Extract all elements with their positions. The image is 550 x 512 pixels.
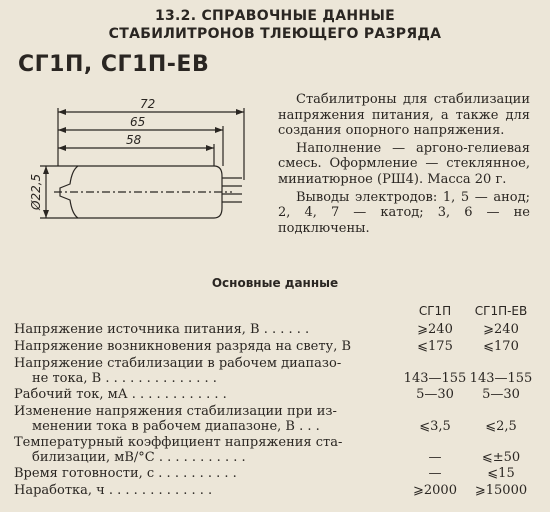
tube-dimension-drawing: 72 65 58 Ø22,5 (29, 97, 245, 219)
row-label: Наработка, ч . . . . . . . . . . . . . (14, 483, 213, 498)
row-label: Температурный коэффициент напряжения ста… (14, 435, 343, 450)
description-purpose: Стабилитроны для стабилизации напряжения… (278, 92, 530, 139)
row-value-sg1p: — (428, 466, 442, 481)
row-label-continuation: билизации, мВ/°С . . . . . . . . . . . (32, 450, 246, 465)
row-label: Напряжение источника питания, В . . . . … (14, 322, 310, 337)
column-header-sg1p-ev: СГ1П-ЕВ (474, 304, 528, 318)
dim-label-72: 72 (140, 97, 155, 111)
row-value-sg1p: — (428, 450, 442, 465)
row-label-continuation: не тока, В . . . . . . . . . . . . . . (32, 371, 217, 386)
row-value-sg1p-ev: ⩾15000 (474, 483, 528, 498)
tube-title: СГ1П, СГ1П-ЕВ (18, 52, 210, 77)
row-value-sg1p: ⩽3,5 (419, 419, 451, 434)
row-value-sg1p: ⩾240 (417, 322, 453, 337)
row-value-sg1p: 5—30 (416, 387, 454, 402)
row-label-continuation: менении тока в рабочем диапазоне, В . . … (32, 419, 320, 434)
row-label: Изменение напряжения стабилизации при из… (14, 404, 337, 419)
main-data-title: Основные данные (211, 276, 339, 290)
dim-label-58: 58 (126, 133, 142, 147)
row-label: Напряжение возникновения разряда на свет… (14, 339, 352, 354)
row-value-sg1p-ev: ⩽15 (487, 466, 515, 481)
row-value-sg1p-ev: ⩽±50 (481, 450, 521, 465)
row-label: Напряжение стабилизации в рабочем диапаз… (14, 356, 342, 371)
row-value-sg1p: ⩾2000 (413, 483, 457, 498)
description-pins: Выводы электродов: 1, 5 — анод; 2, 4, 7 … (278, 189, 530, 236)
section-heading-line-1: 13.2. СПРАВОЧНЫЕ ДАННЫЕ (154, 8, 396, 24)
row-label: Время готовности, с . . . . . . . . . . (14, 466, 237, 481)
row-value-sg1p-ev: ⩽170 (483, 339, 519, 354)
row-value-sg1p-ev: ⩽2,5 (485, 419, 517, 434)
row-label: Рабочий ток, мА . . . . . . . . . . . . (14, 387, 227, 402)
column-header-sg1p: СГ1П (418, 304, 452, 318)
dim-label-65: 65 (130, 115, 145, 129)
description-filling: Наполнение — аргоно-гелиевая смесь. Офор… (278, 140, 530, 187)
section-heading-line-2: СТАБИЛИТРОНОВ ТЛЕЮЩЕГО РАЗРЯДА (108, 26, 442, 42)
row-value-sg1p-ev: 5—30 (482, 387, 520, 402)
row-value-sg1p: ⩽175 (417, 339, 453, 354)
row-value-sg1p: 143—155 (403, 371, 467, 386)
description-block: Стабилитроны для стабилизации напряжения… (278, 92, 530, 236)
dim-label-diameter: Ø22,5 (29, 174, 43, 211)
row-value-sg1p-ev: ⩾240 (483, 322, 519, 337)
row-value-sg1p-ev: 143—155 (469, 371, 533, 386)
